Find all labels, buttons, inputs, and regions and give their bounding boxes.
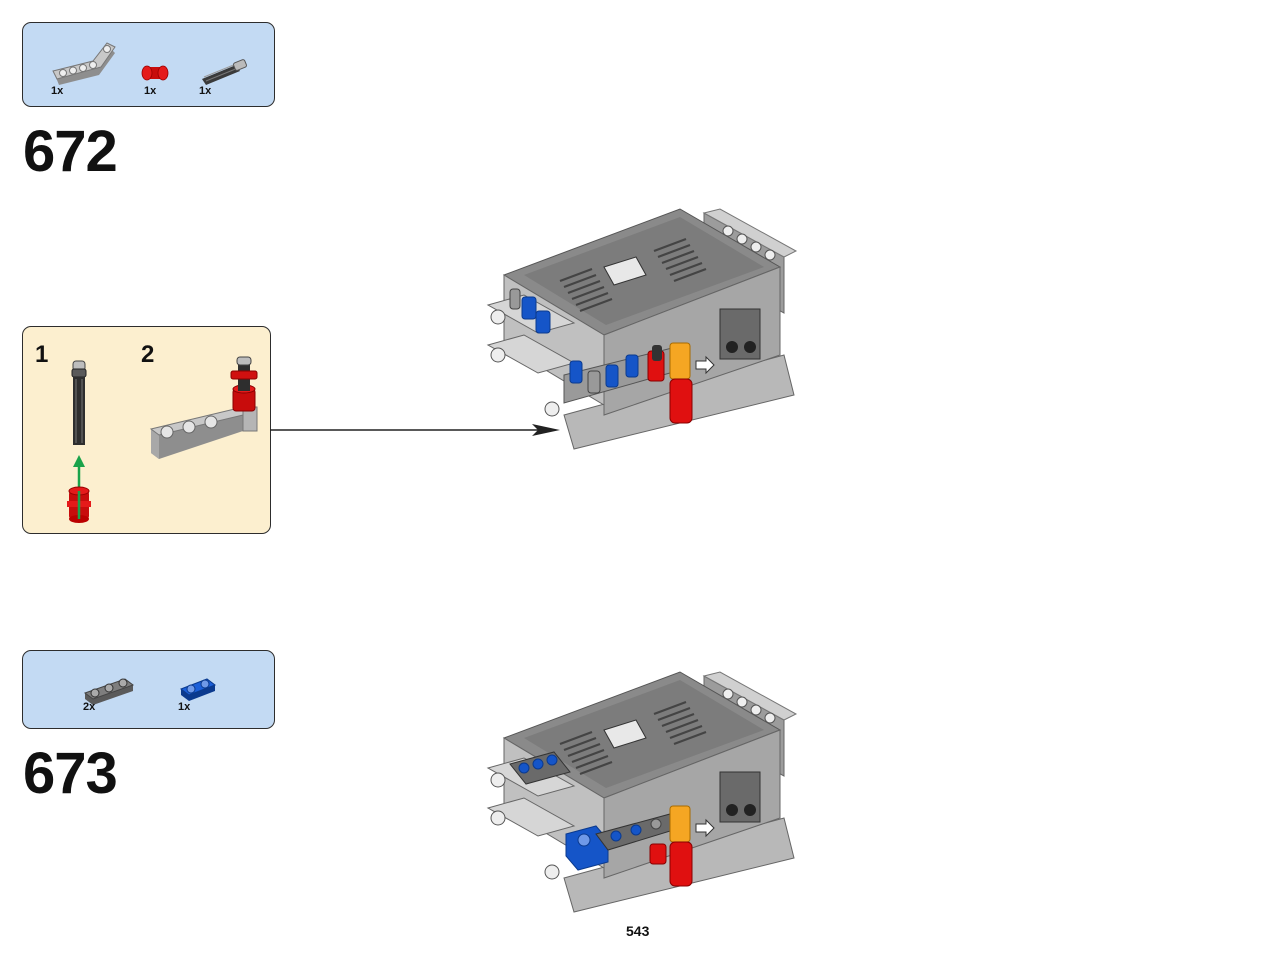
- page-number: 543: [626, 923, 650, 939]
- substep-2-illustration: [149, 356, 258, 459]
- callout-arrow: [270, 424, 560, 436]
- substep-number-1: 1: [35, 341, 49, 368]
- red-bush-icon: [141, 65, 169, 81]
- gray-l-beam-icon: [52, 42, 116, 85]
- subassembly-callout: 1 2: [22, 326, 271, 534]
- blue-beam-2-icon: [179, 678, 217, 701]
- green-arrow-icon: [77, 491, 81, 519]
- step-number-672: 672: [23, 119, 118, 184]
- dark-axle-pin-icon: [202, 59, 247, 85]
- step-number-673: 673: [23, 741, 118, 806]
- part-qty: 2x: [83, 701, 96, 713]
- parts-list-672: 1x 1x 1x: [22, 22, 275, 107]
- gray-beam-3-icon: [83, 678, 135, 705]
- part-qty: 1x: [199, 85, 212, 97]
- part-qty: 1x: [178, 701, 191, 713]
- part-qty: 1x: [144, 85, 157, 97]
- parts-list-673: 2x 1x: [22, 650, 275, 729]
- model-illustration-672: [486, 208, 798, 450]
- model-illustration-673: [486, 671, 798, 913]
- substep-number-2: 2: [141, 341, 155, 368]
- part-qty: 1x: [51, 85, 64, 97]
